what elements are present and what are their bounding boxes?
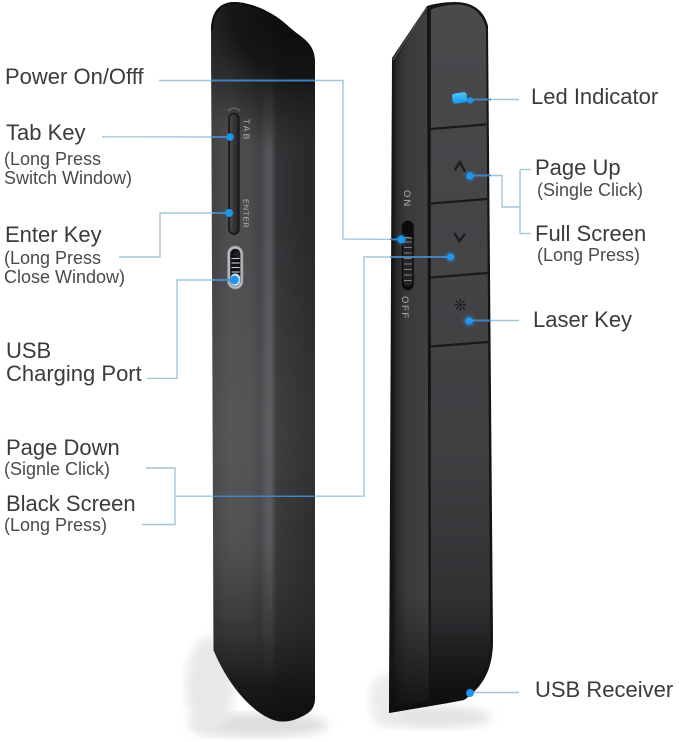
- svg-text:ON: ON: [401, 190, 412, 208]
- svg-text:TAB: TAB: [242, 119, 252, 142]
- svg-text:ENTER: ENTER: [242, 199, 251, 228]
- svg-text:OFF: OFF: [399, 296, 410, 320]
